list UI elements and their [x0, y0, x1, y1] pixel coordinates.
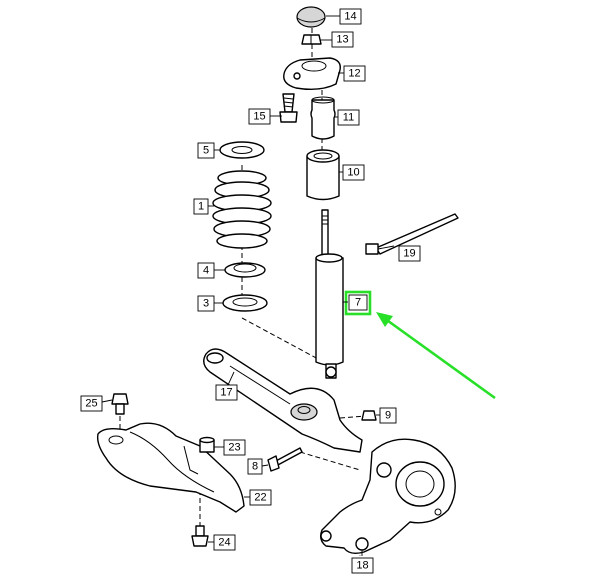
highlight-box [344, 290, 372, 316]
svg-text:7: 7 [355, 297, 361, 309]
svg-text:22: 22 [254, 492, 266, 504]
svg-text:15: 15 [253, 111, 265, 123]
callout-9: 9 [379, 407, 397, 424]
svg-text:17: 17 [220, 387, 232, 399]
part-18-wheel-bearing-housing [319, 438, 456, 555]
svg-text:13: 13 [336, 34, 348, 46]
callout-7: 7 [348, 294, 368, 311]
svg-text:14: 14 [344, 11, 356, 23]
part-17-transverse-link [203, 348, 363, 453]
callout-24: 24 [213, 534, 236, 551]
callout-8: 8 [247, 458, 263, 475]
svg-text:9: 9 [385, 410, 391, 422]
callout-19: 19 [398, 245, 421, 262]
callout-25: 25 [80, 395, 103, 412]
svg-text:18: 18 [356, 560, 368, 572]
part-25-bolt [111, 393, 129, 415]
part-5-spring-seat-upper [219, 141, 265, 159]
svg-text:4: 4 [203, 265, 209, 277]
highlight-arrow [376, 312, 496, 400]
callout-13: 13 [331, 31, 354, 48]
callout-14: 14 [339, 8, 362, 25]
part-23-bushing [199, 436, 215, 453]
part-12-upper-mount [283, 57, 341, 91]
callout-23: 23 [223, 439, 246, 456]
part-13-nut [301, 34, 322, 45]
callout-15: 15 [248, 108, 271, 125]
part-22-subframe [96, 422, 245, 513]
leader-lines [101, 15, 395, 556]
callout-17: 17 [215, 384, 238, 401]
axis-line-8 [299, 451, 361, 471]
callout-4: 4 [197, 262, 215, 279]
svg-text:24: 24 [218, 537, 230, 549]
svg-text:5: 5 [203, 145, 209, 157]
callout-3: 3 [197, 295, 215, 312]
part-19-cable-tie [365, 213, 459, 255]
part-14-cap [296, 6, 326, 28]
callout-labels: 14 13 12 15 11 5 10 1 19 4 3 7 17 25 9 2… [80, 8, 421, 574]
callout-1: 1 [193, 198, 209, 215]
part-24-bolt [191, 525, 209, 547]
callout-18: 18 [351, 557, 374, 574]
part-4-spring-pad [224, 262, 266, 278]
part-15-bolt [279, 93, 298, 123]
part-1-coil-spring [212, 170, 272, 249]
svg-text:10: 10 [347, 167, 359, 179]
axis-line-lower [241, 317, 321, 361]
callout-22: 22 [249, 489, 272, 506]
part-8-bolt [267, 447, 303, 472]
svg-text:3: 3 [203, 298, 209, 310]
callout-5: 5 [197, 142, 215, 159]
callout-10: 10 [342, 164, 365, 181]
axis-line-9 [339, 415, 367, 419]
part-10-protective-sleeve [306, 149, 340, 201]
callout-12: 12 [343, 65, 366, 82]
svg-text:11: 11 [343, 112, 354, 124]
part-9-nut [361, 410, 377, 421]
part-3-spring-seat-lower [222, 294, 268, 312]
svg-text:19: 19 [403, 248, 415, 260]
part-11-bump-stop [310, 96, 336, 140]
svg-text:8: 8 [252, 461, 258, 473]
callout-11: 11 [337, 109, 360, 126]
svg-text:23: 23 [228, 442, 240, 454]
svg-text:1: 1 [198, 201, 204, 213]
svg-text:12: 12 [348, 68, 360, 80]
svg-text:25: 25 [85, 398, 97, 410]
part-7-shock-absorber [315, 209, 344, 379]
